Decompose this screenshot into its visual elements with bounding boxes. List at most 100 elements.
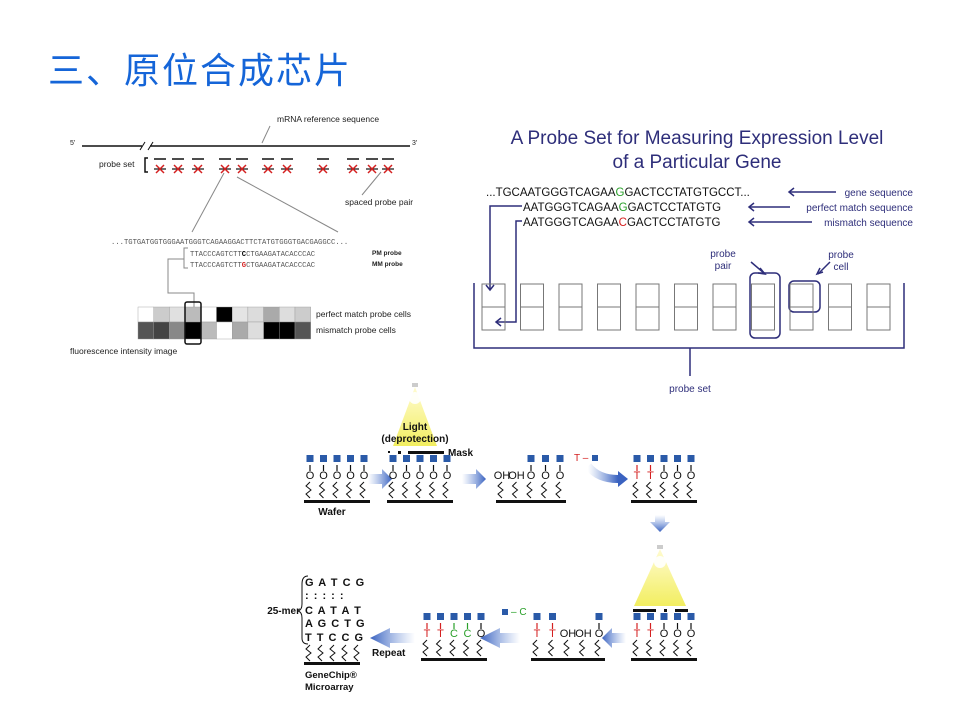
svg-text:OH: OH xyxy=(560,628,577,640)
product-sequence-row: : : : : : xyxy=(305,590,345,602)
svg-text:O: O xyxy=(306,470,315,482)
svg-text:OH: OH xyxy=(494,470,511,482)
mm-cell xyxy=(200,321,217,340)
pm-probe-label: PM probe xyxy=(372,250,402,257)
pm-cell xyxy=(184,306,202,323)
mm-sequence: AATGGGTCAGAACGACTCCTATGTG xyxy=(523,217,720,229)
mm-cell xyxy=(294,321,311,340)
pm-cell xyxy=(263,306,280,323)
fluorescence-image-label: fluorescence intensity image xyxy=(70,346,178,356)
pm-cell xyxy=(279,306,296,323)
probe-pair xyxy=(281,158,293,174)
pm-sequence-label: perfect match sequence xyxy=(806,203,913,214)
spaced-probe-pair-label: spaced probe pair xyxy=(345,197,413,207)
svg-text:T: T xyxy=(634,470,641,482)
svg-text:O: O xyxy=(402,470,411,482)
pm-cell xyxy=(153,306,170,323)
svg-text:O: O xyxy=(595,628,604,640)
product-sequence-row: A G C T G xyxy=(305,618,366,630)
genechip-label: GeneChip® xyxy=(305,670,357,681)
pm-cell xyxy=(247,306,264,323)
probe-set-title-line2: of a Particular Gene xyxy=(613,152,782,173)
pm-probe-sequence: TTACCCAGTCTTCCTGAAGATACACCCAC xyxy=(190,251,316,259)
svg-text:O: O xyxy=(416,470,425,482)
product-sequence-row: T T C C G xyxy=(305,632,364,644)
probe-cell-label-2: cell xyxy=(833,262,848,273)
mm-cell xyxy=(184,321,202,340)
pm-cell xyxy=(231,306,249,323)
svg-text:T: T xyxy=(534,628,541,640)
slide-title: 三、原位合成芯片 xyxy=(48,51,353,92)
svg-text:O: O xyxy=(673,628,682,640)
product-sequence-row: G A T C G xyxy=(305,577,365,589)
mm-sequence-label: mismatch sequence xyxy=(824,218,913,229)
mm-cell xyxy=(263,321,280,340)
mask xyxy=(408,451,444,454)
microarray-label: Microarray xyxy=(305,682,354,693)
probe-cells xyxy=(481,283,891,331)
mm-cell xyxy=(231,321,249,340)
three-prime-label: 3' xyxy=(412,140,417,147)
probe-pair xyxy=(192,158,204,174)
mm-cells-label: mismatch probe cells xyxy=(316,325,396,335)
probe-pair-label-2: pair xyxy=(715,261,732,272)
deprotection-label: (deprotection) xyxy=(381,434,448,445)
mm-cell xyxy=(247,321,264,340)
25-mer-label: 25-mer xyxy=(267,606,300,617)
gene-sequence-label: gene sequence xyxy=(845,188,914,199)
svg-text:O: O xyxy=(673,470,682,482)
svg-text:O: O xyxy=(660,470,669,482)
svg-text:O: O xyxy=(687,628,696,640)
c-reagent: – C xyxy=(511,607,527,618)
light-label: Light xyxy=(403,422,428,433)
probe-set-diagram: A Probe Set for Measuring Expression Lev… xyxy=(473,128,914,395)
svg-text:O: O xyxy=(556,470,565,482)
svg-text:OH: OH xyxy=(508,470,525,482)
probe-pair xyxy=(172,158,184,174)
svg-text:O: O xyxy=(443,470,452,482)
five-prime-label: 5' xyxy=(70,140,75,147)
probe-pair-label-1: probe xyxy=(710,249,736,260)
mrna-label: mRNA reference sequence xyxy=(277,114,379,124)
t-reagent: T – xyxy=(574,453,589,464)
mm-cell xyxy=(153,321,170,340)
svg-text:O: O xyxy=(687,470,696,482)
svg-text:T: T xyxy=(549,628,556,640)
product-sequence-row: C A T A T xyxy=(305,605,362,617)
gene-sequence: ...TGCAATGGGTCAGAAGGACTCCTATGTGCCT... xyxy=(486,187,750,199)
reference-sequence: ...TGTGATGGTGGGAATGGGTCAGAAGGACTTCTATGTG… xyxy=(111,239,348,247)
repeat-label: Repeat xyxy=(372,648,406,659)
probe-pair xyxy=(366,158,378,174)
svg-text:O: O xyxy=(389,470,398,482)
svg-text:T: T xyxy=(634,628,641,640)
mm-probe-label: MM probe xyxy=(372,261,403,268)
probe-set-label: probe set xyxy=(99,159,135,169)
mm-cell xyxy=(216,321,233,340)
probe-pair xyxy=(382,158,394,174)
pm-cell xyxy=(200,306,217,323)
probe-pair xyxy=(347,158,359,174)
probe-set-title-line1: A Probe Set for Measuring Expression Lev… xyxy=(511,128,884,149)
pm-sequence: AATGGGTCAGAAGGACTCCTATGTG xyxy=(523,202,721,214)
svg-text:O: O xyxy=(360,470,369,482)
light-source-1 xyxy=(393,383,437,446)
probe-pair xyxy=(154,158,166,174)
probe-pair xyxy=(262,158,274,174)
pm-cell xyxy=(169,306,186,323)
mm-cell xyxy=(137,321,154,340)
pm-cells-label: perfect match probe cells xyxy=(316,309,411,319)
pm-cell xyxy=(216,306,233,323)
pm-cell xyxy=(294,306,311,323)
svg-text:C: C xyxy=(450,628,458,640)
pm-cell xyxy=(137,306,154,323)
svg-text:O: O xyxy=(527,470,536,482)
svg-text:O: O xyxy=(346,470,355,482)
